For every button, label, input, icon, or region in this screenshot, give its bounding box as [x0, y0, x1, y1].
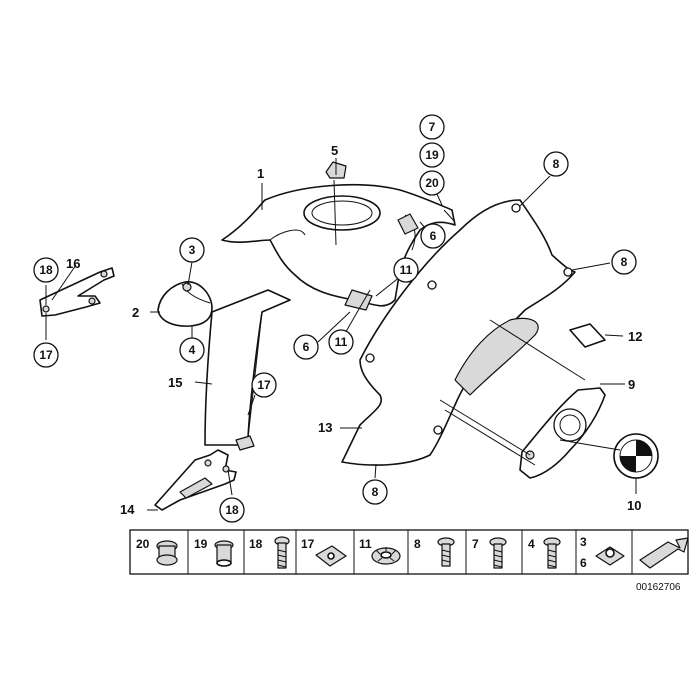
strut-part-15 — [204, 289, 291, 451]
screw-icon-18 — [274, 536, 290, 569]
callouts-circled: 3 4 6 6 7 19 20 8 8 8 11 11 17 17 18 18 — [33, 114, 637, 523]
callout-19: 19 — [425, 148, 439, 162]
callouts-plain: 1 2 5 9 10 12 13 14 15 16 — [66, 143, 642, 517]
side-cap-part-2 — [157, 281, 213, 327]
callout-3: 3 — [189, 243, 196, 257]
callout-2: 2 — [132, 305, 139, 320]
strip-label-7: 7 — [472, 537, 479, 551]
callout-8c: 8 — [372, 485, 379, 499]
callout-13: 13 — [318, 420, 332, 435]
strip-label-17: 17 — [301, 537, 315, 551]
reference-number: 00162706 — [636, 582, 681, 593]
strip-label-8: 8 — [414, 537, 421, 551]
callout-1: 1 — [257, 166, 264, 181]
callout-16: 16 — [66, 256, 80, 271]
callout-10: 10 — [627, 498, 641, 513]
callout-7: 7 — [429, 120, 436, 134]
callout-8b: 8 — [621, 255, 628, 269]
clip-nut-icon — [315, 545, 347, 567]
grommet-icon — [156, 540, 178, 566]
strip-label-18: 18 — [249, 537, 263, 551]
callout-11a: 11 — [400, 263, 413, 277]
callout-18b: 18 — [225, 503, 239, 517]
callout-6b: 6 — [303, 340, 310, 354]
callout-9: 9 — [628, 377, 635, 392]
callout-17b: 17 — [39, 348, 53, 362]
callout-8a: 8 — [553, 157, 560, 171]
callout-6a: 6 — [430, 229, 437, 243]
strip-label-20: 20 — [136, 537, 150, 551]
bracket-part-16 — [39, 267, 115, 317]
screw-icon-7 — [489, 537, 507, 569]
hardware-strip: 20 19 18 17 11 8 7 4 3 6 — [129, 529, 689, 575]
pad-part-12 — [569, 323, 606, 348]
square-nut-icon — [595, 546, 625, 566]
callout-15: 15 — [168, 375, 182, 390]
callout-12: 12 — [628, 329, 642, 344]
star-washer-icon — [371, 547, 401, 565]
bushing-icon — [214, 540, 234, 567]
badge-holder-part-9 — [519, 387, 606, 479]
callout-14: 14 — [120, 502, 135, 517]
leader-lines — [45, 158, 637, 511]
bracket-part-14 — [154, 449, 237, 511]
screw-icon-4 — [543, 537, 561, 569]
screw-icon-8 — [437, 537, 455, 567]
strip-label-3: 3 — [580, 535, 587, 549]
callout-18a: 18 — [39, 263, 53, 277]
arrow-icon — [639, 537, 689, 569]
callout-17a: 17 — [257, 378, 271, 392]
badge-part-10 — [613, 433, 659, 479]
callout-20: 20 — [425, 176, 439, 190]
callout-4: 4 — [189, 343, 196, 357]
strip-label-11: 11 — [359, 537, 372, 551]
strip-label-19: 19 — [194, 537, 208, 551]
callout-11b: 11 — [335, 335, 348, 349]
callout-5: 5 — [331, 143, 338, 158]
strip-label-4: 4 — [528, 537, 535, 551]
strip-label-6: 6 — [580, 556, 587, 570]
